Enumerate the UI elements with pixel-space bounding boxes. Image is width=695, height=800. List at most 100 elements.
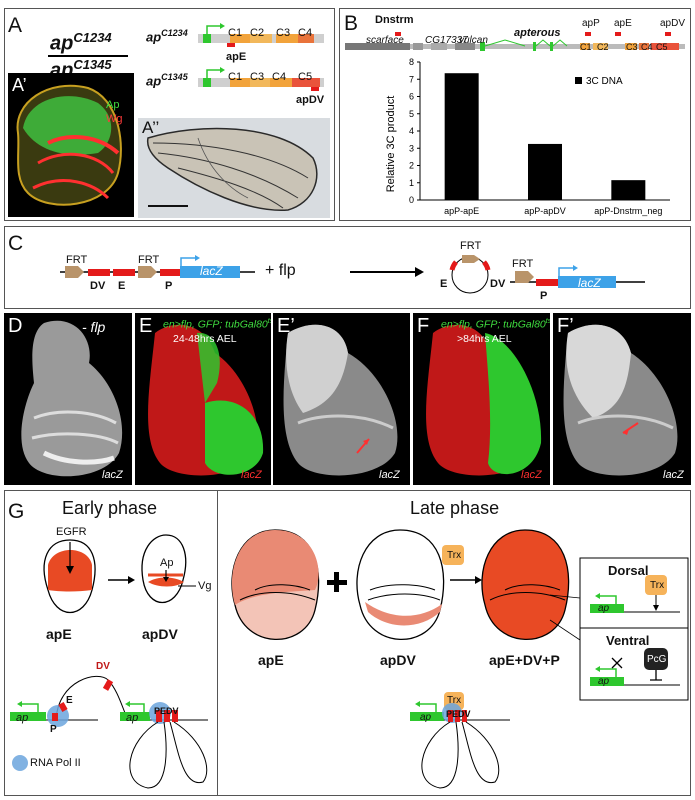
legend-wg: Wg bbox=[106, 113, 123, 125]
micrograph-f-prime-label: F’ bbox=[557, 315, 574, 337]
construct2-label-c3: C3 bbox=[250, 71, 265, 83]
late-phase-title: Late phase bbox=[410, 498, 500, 518]
flp-label: + flp bbox=[265, 262, 296, 279]
early-pedv-label: PEDV bbox=[154, 706, 179, 716]
map-label-c2: C2 bbox=[597, 42, 609, 52]
early-phase-title: Early phase bbox=[62, 498, 158, 518]
genotype-divider bbox=[48, 55, 128, 57]
early-gene-label-2: ap bbox=[126, 712, 139, 724]
y-tick-label: 6 bbox=[409, 92, 414, 102]
legend-label: 3C DNA bbox=[586, 76, 623, 87]
late-gene-label: ap bbox=[420, 712, 432, 723]
ventral-gene-label: ap bbox=[598, 676, 610, 687]
panel-g-early bbox=[4, 490, 218, 796]
map-label-c4: C4 bbox=[641, 42, 653, 52]
construct2-label-c1: C1 bbox=[228, 71, 243, 83]
x-tick-label: apP-Dnstrm_neg bbox=[594, 206, 662, 216]
early-apDV-label: apDV bbox=[142, 626, 178, 642]
micrograph-e-prime-label: E’ bbox=[277, 315, 295, 337]
bar bbox=[444, 73, 479, 200]
lacz-label-2: lacZ bbox=[578, 276, 601, 290]
pcg-label: PcG bbox=[647, 654, 667, 665]
ap-label: Ap bbox=[160, 557, 174, 569]
adult-wing-image: A’’ bbox=[138, 118, 330, 218]
x-tick-label: apP-apDV bbox=[524, 206, 566, 216]
micrograph-d: D - flp lacZ bbox=[4, 313, 132, 485]
genotype-top: apC1234 bbox=[50, 30, 112, 55]
construct1-element: apE bbox=[226, 51, 247, 63]
scarface-label: scarface bbox=[366, 35, 404, 46]
y-tick-label: 1 bbox=[409, 178, 414, 188]
p-label-2: P bbox=[540, 290, 548, 302]
late-trx-label: Trx bbox=[447, 550, 462, 561]
apE-label: apE bbox=[614, 18, 632, 29]
late-apDV-label: apDV bbox=[380, 652, 416, 668]
bar bbox=[611, 180, 646, 200]
y-tick-label: 7 bbox=[409, 74, 414, 84]
panel-c-label: C bbox=[8, 232, 24, 255]
chart-ylabel: Relative 3C product bbox=[385, 96, 397, 193]
micrograph-d-label: D bbox=[8, 315, 23, 337]
p-label: P bbox=[165, 280, 173, 292]
micrograph-d-lacz: lacZ bbox=[102, 469, 123, 481]
y-tick-label: 4 bbox=[409, 126, 414, 136]
frt-label-4: FRT bbox=[512, 258, 534, 270]
micrograph-e-prime: E’ lacZ bbox=[273, 313, 410, 485]
map-label-c5: C5 bbox=[656, 42, 668, 52]
micrograph-e-prime-lacz: lacZ bbox=[379, 469, 400, 481]
micrograph-e-label: E bbox=[139, 315, 153, 337]
late-phase-diagram bbox=[231, 529, 689, 789]
legend-ap: Ap bbox=[106, 99, 120, 111]
frt-label-2: FRT bbox=[138, 254, 160, 266]
y-tick-label: 2 bbox=[409, 161, 414, 171]
late-apE-label: apE bbox=[258, 652, 284, 668]
micrograph-f-prime: F’ lacZ bbox=[553, 313, 691, 485]
construct1-label-c3: C3 bbox=[276, 27, 291, 39]
construct1-label-c2: C2 bbox=[250, 27, 265, 39]
apP-label: apP bbox=[582, 18, 600, 29]
micrograph-f: F en>flp, GFP; tubGal80ts >84hrs AEL lac… bbox=[413, 313, 550, 485]
dorsal-label: Dorsal bbox=[608, 563, 649, 578]
dnstrm-label: Dnstrm bbox=[375, 14, 414, 26]
micrograph-f-label: F bbox=[417, 315, 430, 337]
dorsal-trx-label: Trx bbox=[650, 580, 665, 591]
micrograph-f-genotype: en>flp, GFP; tubGal80ts bbox=[441, 318, 550, 331]
x-tick-label: apP-apE bbox=[444, 206, 479, 216]
panel-g-label: G bbox=[8, 500, 25, 523]
construct1-name: apC1234 bbox=[146, 28, 188, 45]
construct1-label-c4: C4 bbox=[298, 27, 313, 39]
construct2-label-c5: C5 bbox=[298, 71, 313, 83]
panel-a-label: A bbox=[8, 14, 23, 37]
late-trx-bottom-label: Trx bbox=[447, 695, 462, 706]
rna-pol-label: RNA Pol II bbox=[30, 757, 81, 769]
a-prime-label: A’ bbox=[12, 75, 27, 95]
micrograph-e-time: 24-48hrs AEL bbox=[173, 333, 237, 345]
flp-excision-diagram bbox=[60, 255, 645, 294]
construct2-name: apC1345 bbox=[146, 72, 188, 89]
apterous-locus-map bbox=[345, 32, 685, 51]
micrograph-d-note: - flp bbox=[82, 319, 106, 335]
combined-label: apE+DV+P bbox=[489, 652, 560, 668]
frt-label-3: FRT bbox=[460, 240, 482, 252]
micrograph-f-prime-lacz: lacZ bbox=[663, 469, 684, 481]
lacz-label-1: lacZ bbox=[200, 264, 223, 278]
dv-label: DV bbox=[90, 280, 106, 292]
construct2-label-c4: C4 bbox=[272, 71, 287, 83]
wing-disc-ap-wg-image: A’ Ap Wg bbox=[8, 73, 134, 217]
frt-label-1: FRT bbox=[66, 254, 88, 266]
ventral-label: Ventral bbox=[606, 633, 650, 648]
micrograph-f-lacz: lacZ bbox=[521, 469, 542, 481]
apDV-label: apDV bbox=[660, 18, 686, 29]
micrograph-e-genotype: en>flp, GFP; tubGal80ts bbox=[163, 318, 271, 331]
vg-label: Vg bbox=[198, 580, 212, 592]
early-gene-label: ap bbox=[16, 712, 29, 724]
micrograph-e-lacz: lacZ bbox=[241, 469, 262, 481]
egfr-label: EGFR bbox=[56, 526, 87, 538]
a-double-prime-label: A’’ bbox=[142, 118, 160, 137]
late-pedv-label: PEDV bbox=[446, 709, 471, 719]
legend-swatch bbox=[575, 77, 582, 84]
y-tick-label: 3 bbox=[409, 143, 414, 153]
early-e-label: E bbox=[66, 695, 73, 706]
early-p-label: P bbox=[50, 724, 57, 735]
